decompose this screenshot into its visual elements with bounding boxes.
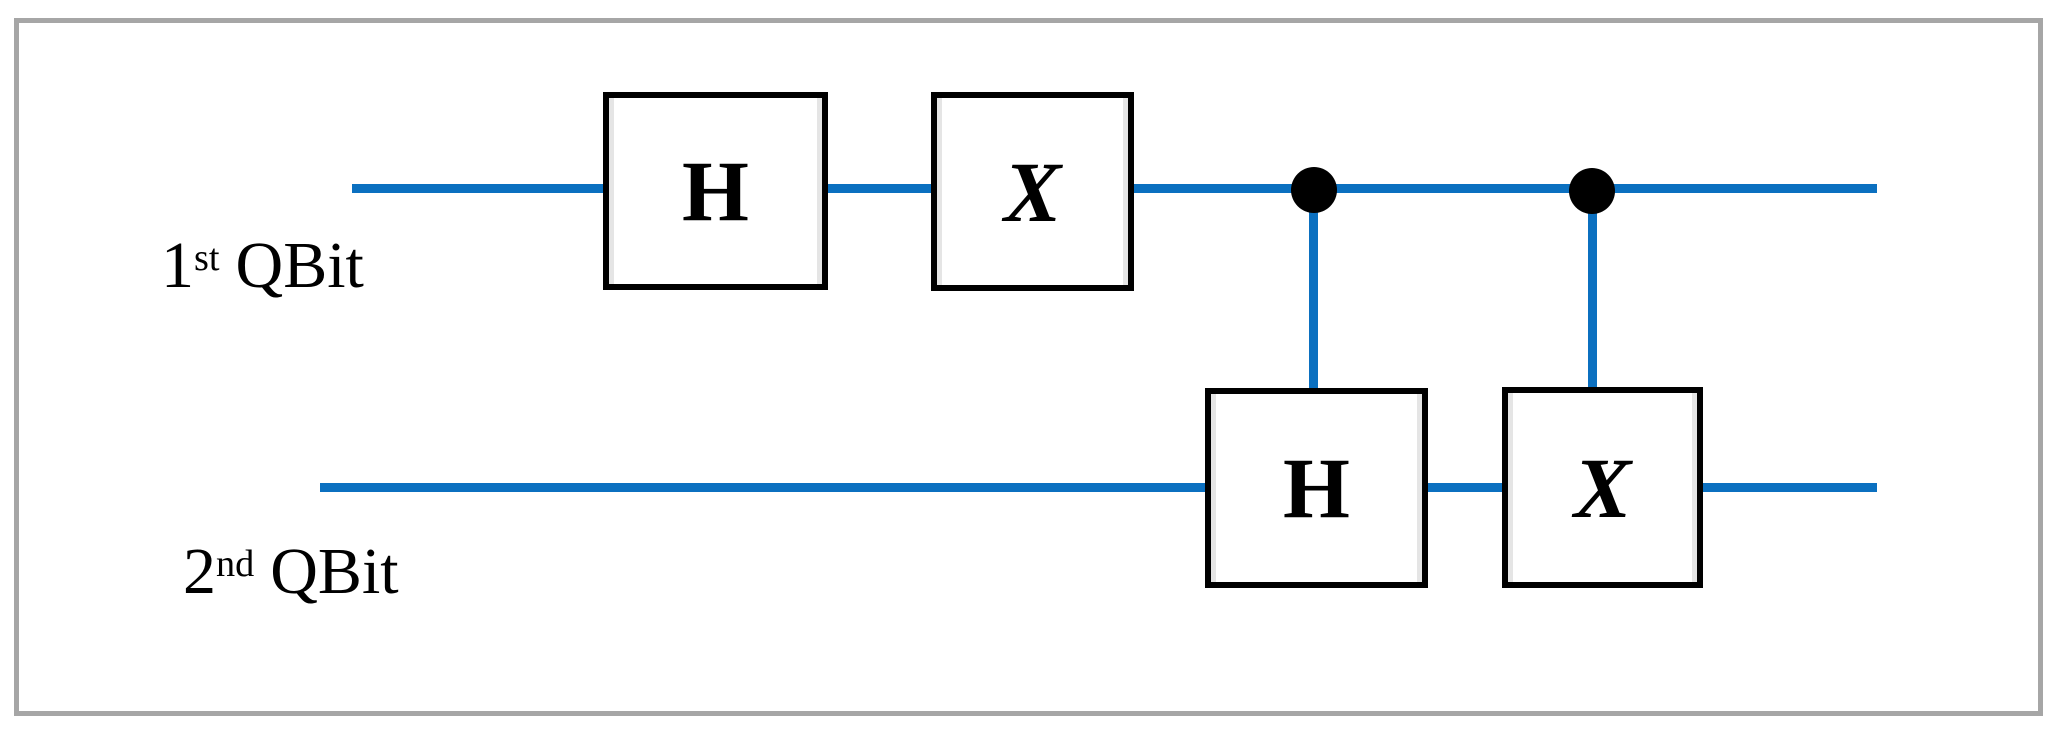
control-line-2 bbox=[1588, 190, 1597, 389]
controlled-gate-x-qubit2-label: X bbox=[1573, 439, 1632, 536]
qubit2-label-word: QBit bbox=[270, 535, 399, 608]
qubit2-label-ordinal: nd bbox=[216, 542, 255, 585]
qubit2-label-number: 2 bbox=[183, 535, 216, 608]
control-dot-1 bbox=[1291, 167, 1337, 213]
controlled-gate-h-qubit2: H bbox=[1205, 388, 1428, 588]
gate-h-qubit1-label: H bbox=[682, 143, 749, 239]
qubit2-wire bbox=[320, 483, 1877, 492]
gate-x-qubit1: X bbox=[931, 92, 1134, 291]
gate-h-qubit1: H bbox=[603, 92, 828, 290]
qubit1-label-ordinal: st bbox=[194, 236, 220, 279]
qubit1-label-number: 1 bbox=[161, 229, 194, 302]
figure-border bbox=[14, 18, 2043, 716]
controlled-gate-x-qubit2: X bbox=[1502, 387, 1703, 588]
control-dot-2 bbox=[1569, 168, 1615, 214]
controlled-gate-h-qubit2-label: H bbox=[1283, 440, 1350, 536]
qubit1-label-word: QBit bbox=[235, 229, 364, 302]
gate-x-qubit1-label: X bbox=[1003, 143, 1062, 240]
control-line-1 bbox=[1309, 190, 1318, 390]
